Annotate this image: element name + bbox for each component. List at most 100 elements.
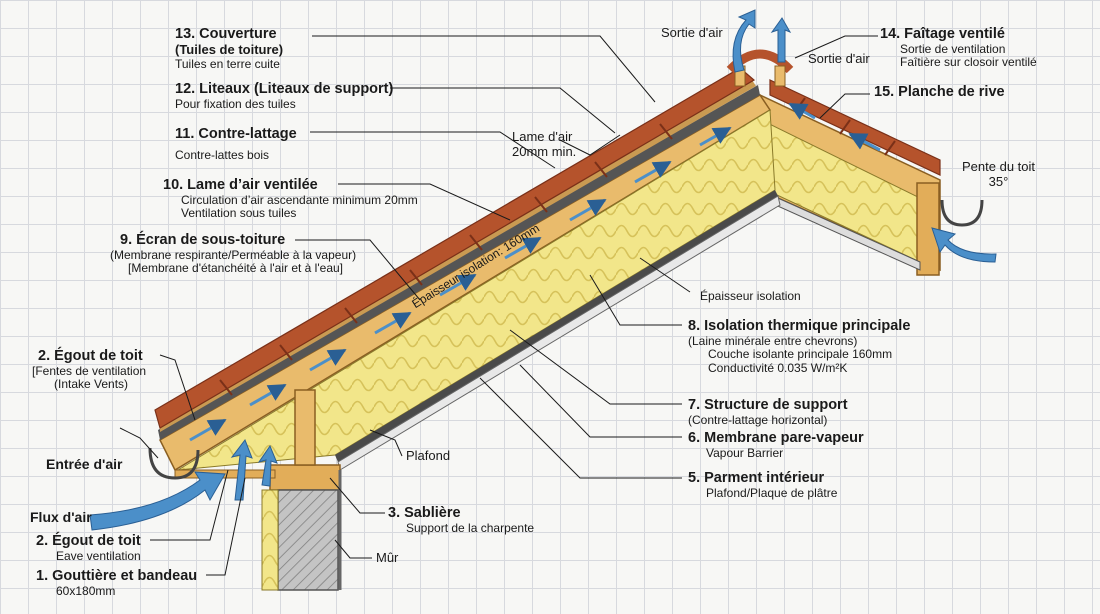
roof-tiles <box>154 67 756 429</box>
label-10-title: 10. Lame d’air ventilée <box>163 177 318 193</box>
label-flux-air: Flux d'air <box>30 509 92 525</box>
cavity-flow-arrows <box>189 102 881 442</box>
leader-1 <box>206 477 246 576</box>
label-12-line1: Pour fixation des tuiles <box>175 96 296 111</box>
label-15-title: 15. Planche de rive <box>874 84 1005 100</box>
label-13-title: 13. Couverture <box>175 26 277 42</box>
leader-9 <box>295 239 421 301</box>
leader-12 <box>390 87 616 134</box>
label-pente-line2: 35° <box>988 173 1009 189</box>
leader-2b <box>150 469 229 541</box>
label-8-isolation: 8. Isolation thermique principale (Laine… <box>688 318 910 376</box>
label-7-structure: 7. Structure de support (Contre-lattage … <box>688 397 848 427</box>
label-sortie-air-1: Sortie d'air <box>661 25 723 40</box>
leader-11 <box>310 131 556 169</box>
label-9-ecran: 9. Écran de sous-toiture (Membrane respi… <box>110 232 356 276</box>
leader-epaisseur <box>639 257 691 293</box>
leader-plafond <box>369 429 403 457</box>
label-14-line1: Sortie de ventilation <box>900 41 1006 56</box>
label-9-line2: [Membrane d'étanchéité à l'air et à l'ea… <box>128 261 343 276</box>
label-lame-air-min: Lame d'air 20mm min. <box>512 129 577 160</box>
label-1-line1: 60x180mm <box>56 583 116 598</box>
label-14-title: 14. Faîtage ventilé <box>880 26 1005 42</box>
exhaust-arrow-left <box>732 9 756 73</box>
exhaust-arrow-right <box>770 17 792 63</box>
leader-14 <box>794 35 878 59</box>
wall-plate <box>269 464 341 491</box>
label-13-line1: (Tuiles de toiture) <box>175 41 284 57</box>
right-fascia-board <box>916 182 940 276</box>
label-10-line2: Ventilation sous tuiles <box>181 206 297 221</box>
label-2b-title: 2. Égout de toit <box>36 533 141 549</box>
label-10-line1: Circulation d’air ascendante minimum 20m… <box>181 192 418 207</box>
ridge-closure-right <box>774 65 786 87</box>
label-14-faitage: 14. Faîtage ventilé Sortie de ventilatio… <box>880 26 1037 70</box>
label-8-line1: (Laine minérale entre chevrons) <box>688 333 858 348</box>
label-2a-line2: (Intake Vents) <box>54 377 129 392</box>
label-7-line1: (Contre-lattage horizontal) <box>688 412 828 427</box>
label-8-title: 8. Isolation thermique principale <box>688 318 911 334</box>
vapour-barrier <box>335 190 778 462</box>
label-14-line2: Faîtière sur closoir ventilé <box>900 55 1037 70</box>
label-9-title: 9. Écran de sous-toiture <box>120 232 286 248</box>
label-3-sabliere: 3. Sablière Support de la charpente <box>388 505 534 535</box>
label-10-lame-air: 10. Lame d’air ventilée Circulation d’ai… <box>163 177 418 221</box>
label-entree-air: Entrée d'air <box>46 456 123 472</box>
gutter-right <box>940 199 984 227</box>
leader-15 <box>819 93 870 119</box>
label-mur: Mûr <box>376 550 399 565</box>
label-7-title: 7. Structure de support <box>688 397 848 413</box>
label-5-line1: Plafond/Plaque de plâtre <box>706 485 838 500</box>
leader-8 <box>589 274 682 326</box>
label-epaisseur-isolation: Épaisseur isolation <box>700 289 801 303</box>
label-15-planche-rive: 15. Planche de rive <box>874 84 1005 101</box>
label-lame-line2: 20mm min. <box>512 143 577 159</box>
label-11-title: 11. Contre-lattage <box>175 126 297 142</box>
main-insulation <box>177 109 776 471</box>
leader-3 <box>329 477 385 514</box>
tile-ridges <box>219 123 673 396</box>
label-plafond: Plafond <box>406 448 451 463</box>
counter-battens <box>160 80 756 432</box>
label-pente-toit: Pente du toit 35° <box>962 159 1035 190</box>
label-2-egout-top: 2. Égout de toit [Fentes de ventilation … <box>32 348 146 392</box>
label-2a-title: 2. Égout de toit <box>38 348 143 364</box>
leader-7 <box>509 329 682 405</box>
right-intake-arrow <box>931 227 997 263</box>
label-sortie-air-2: Sortie d'air <box>808 51 870 66</box>
vertical-post <box>294 389 316 466</box>
right-gable <box>744 93 941 276</box>
leader-2a <box>159 354 196 421</box>
leader-10 <box>338 183 511 221</box>
right-tiles <box>769 79 941 176</box>
label-8-line3: Conductivité 0.035 W/m²K <box>708 361 848 376</box>
eave-inflow-arrow-2 <box>257 444 278 487</box>
label-9-line1: (Membrane respirante/Perméable à la vape… <box>110 247 357 262</box>
label-lame-line1: Lame d'air <box>512 129 573 144</box>
label-13-couverture: 13. Couverture (Tuiles de toiture) Tuile… <box>175 26 283 71</box>
label-8-line2: Couche isolante principale 160mm <box>708 347 893 362</box>
label-3-title: 3. Sablière <box>388 505 461 521</box>
label-2-egout-bottom: 2. Égout de toit Eave ventilation <box>36 533 141 563</box>
label-6-title: 6. Membrane pare-vapeur <box>688 430 864 446</box>
label-3-line1: Support de la charpente <box>406 520 535 535</box>
label-11-contre-lattage: 11. Contre-lattage Contre-lattes bois <box>175 126 297 162</box>
label-5-parement: 5. Parment intérieur Plafond/Plaque de p… <box>688 470 837 500</box>
label-pente-line1: Pente du toit <box>962 159 1035 174</box>
label-6-line1: Vapour Barrier <box>706 445 784 460</box>
underlay-membrane <box>158 85 760 440</box>
label-2b-line1: Eave ventilation <box>56 548 141 563</box>
label-12-liteaux: 12. Liteaux (Liteaux de support) Pour fi… <box>175 81 393 111</box>
leader-lines <box>119 35 878 576</box>
leader-mur <box>334 539 372 559</box>
label-13-line2: Tuiles en terre cuite <box>175 56 280 71</box>
label-5-title: 5. Parment intérieur <box>688 470 825 486</box>
label-1-gouttiere: 1. Gouttière et bandeau 60x180mm <box>36 568 197 598</box>
wall-insulation <box>261 489 279 591</box>
leader-6 <box>519 364 682 438</box>
leader-5 <box>479 377 682 479</box>
eave-inflow-arrow-1 <box>230 438 253 501</box>
label-2a-line1: [Fentes de ventilation <box>32 363 147 378</box>
gutter-left <box>148 447 200 480</box>
